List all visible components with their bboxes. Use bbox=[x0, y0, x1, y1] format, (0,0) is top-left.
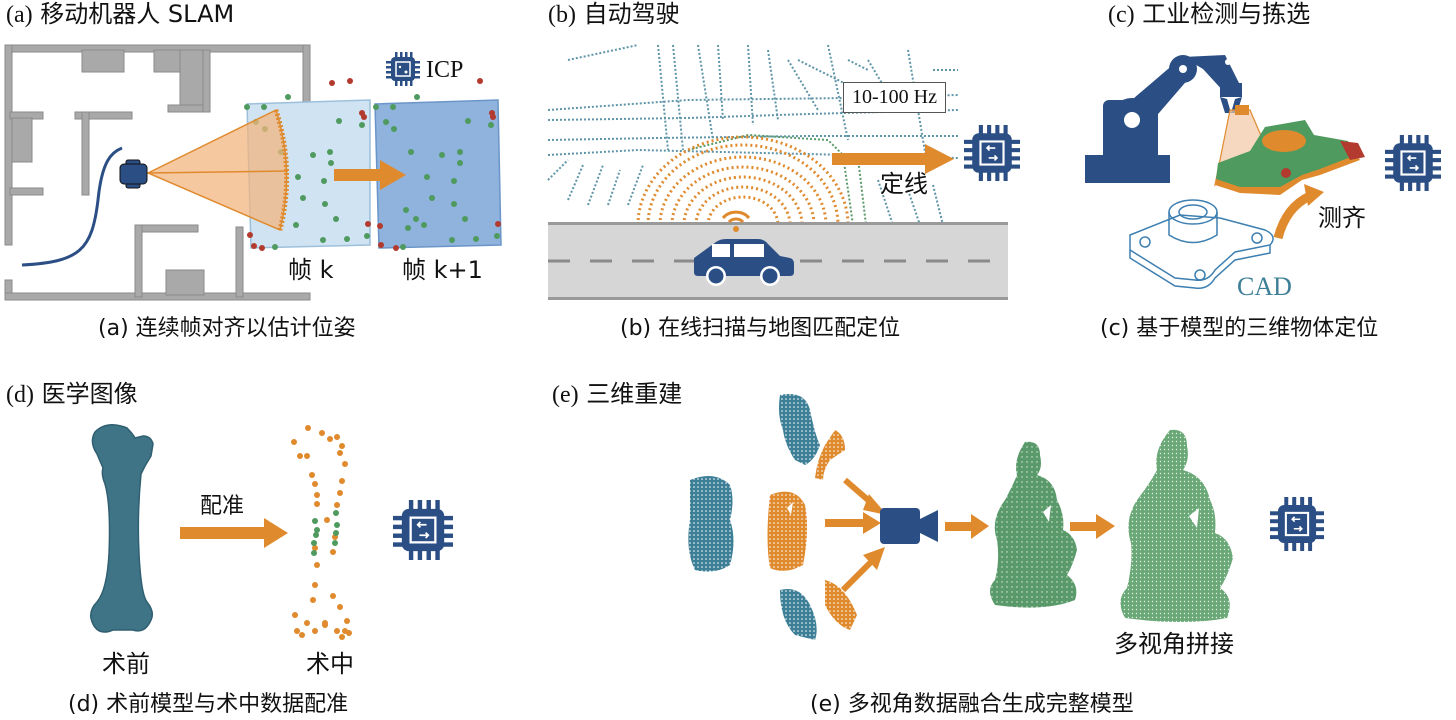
icp-label: ICP bbox=[426, 57, 464, 83]
panel-d-title: (d) 医学图像 bbox=[6, 380, 138, 408]
frame-k1-label: 帧 k+1 bbox=[402, 256, 483, 284]
panel-b-caption: (b) 在线扫描与地图匹配定位 bbox=[620, 316, 901, 341]
curved-arrow bbox=[1273, 184, 1324, 240]
panel-a-caption: (a) 连续帧对齐以估计位姿 bbox=[98, 316, 356, 341]
lidar-fov-cone bbox=[146, 108, 290, 232]
car-icon bbox=[694, 239, 794, 286]
panel-d-caption: (d) 术前模型与术中数据配准 bbox=[68, 692, 349, 717]
panel-c-title: (c) 工业检测与拣选 bbox=[1108, 0, 1311, 28]
chip-icon bbox=[1385, 135, 1441, 191]
panel-a-title: (a) 移动机器人 SLAM bbox=[6, 0, 235, 28]
panel-b-title: (b) 自动驾驶 bbox=[548, 0, 680, 28]
wifi-signal-icon bbox=[721, 210, 751, 232]
cad-label: CAD bbox=[1237, 272, 1292, 301]
panel-e-caption: (e) 多视角数据融合生成完整模型 bbox=[810, 692, 1134, 717]
localization-arrow bbox=[832, 144, 954, 174]
pipeline-arrows bbox=[945, 514, 1115, 539]
intraop-label: 术中 bbox=[306, 650, 354, 678]
chip-icon bbox=[964, 125, 1020, 181]
full-statue-point-cloud bbox=[1120, 429, 1233, 622]
chip-icon bbox=[393, 500, 453, 560]
robot-icon bbox=[119, 159, 148, 189]
frame-point-cloud bbox=[244, 78, 501, 251]
alignment-label: 测齐 bbox=[1318, 204, 1366, 232]
chip-icon bbox=[386, 52, 420, 86]
localization-label: 定线 bbox=[880, 170, 928, 198]
point-cloud-bone bbox=[291, 425, 352, 640]
panel-c-caption: (c) 基于模型的三维物体定位 bbox=[1100, 316, 1379, 341]
frame-alignment-arrow bbox=[334, 160, 406, 190]
scan-rate-label: 10-100 Hz bbox=[843, 82, 946, 113]
video-camera-icon bbox=[880, 508, 938, 544]
slam-floorplan bbox=[4, 44, 311, 301]
preop-label: 术前 bbox=[102, 650, 150, 678]
statue-point-cloud bbox=[990, 441, 1077, 608]
chip-icon bbox=[1270, 497, 1324, 551]
frame-k-label: 帧 k bbox=[288, 256, 334, 284]
registration-arrow bbox=[180, 518, 288, 548]
stitching-label: 多视角拼接 bbox=[1114, 630, 1234, 658]
registration-label: 配准 bbox=[200, 494, 245, 519]
panel-e-title: (e) 三维重建 bbox=[552, 380, 683, 408]
scanned-part-point-cloud bbox=[1214, 105, 1365, 195]
robot-trajectory bbox=[21, 146, 123, 267]
cad-part-outline bbox=[1129, 199, 1274, 290]
femur-bone-shape bbox=[90, 424, 154, 633]
partial-scan-clouds bbox=[688, 394, 887, 640]
